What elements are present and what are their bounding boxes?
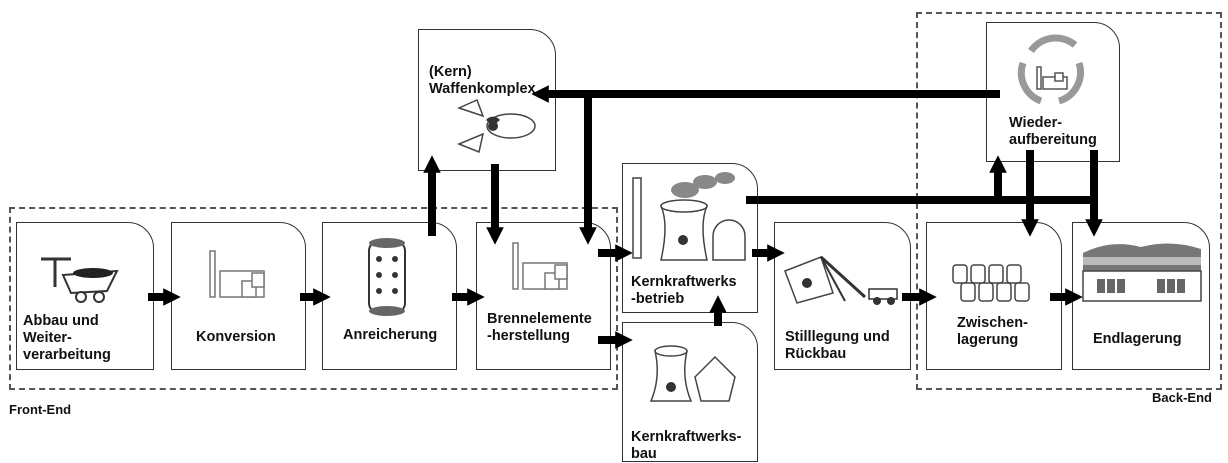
mining-cart-icon <box>41 257 119 303</box>
stilllegung-box[interactable]: Stilllegung und Rückbau <box>774 222 911 370</box>
front-end-region <box>9 207 618 390</box>
abbau-label: Abbau und Weiter- verarbeitung <box>23 313 111 363</box>
centrifuge-icon <box>368 238 406 316</box>
kernkraftwerksbau-box[interactable]: Kernkraftwerks- bau <box>622 322 758 462</box>
repository-icon <box>1082 243 1202 302</box>
factory-icon <box>512 242 568 290</box>
waffenkomplex-label: (Kern) Waffenkomplex <box>429 64 536 97</box>
power-plant-construction-icon <box>649 345 736 402</box>
konversion-box[interactable]: Konversion <box>171 222 306 370</box>
zwischenlagerung-label: Zwischen- lagerung <box>957 315 1028 348</box>
brennelemente-box[interactable]: Brennelemente -herstellung <box>476 222 611 370</box>
radiation-icon <box>456 98 536 154</box>
recycling-icon <box>1017 34 1084 105</box>
demolition-icon <box>784 255 898 305</box>
endlagerung-label: Endlagerung <box>1093 331 1182 347</box>
storage-casks-icon <box>952 264 1030 302</box>
kernkraftwerksbau-label: Kernkraftwerks- bau <box>631 429 742 462</box>
zwischenlagerung-box[interactable]: Zwischen- lagerung <box>926 222 1062 370</box>
konversion-label: Konversion <box>196 329 276 345</box>
front-end-label: Front-End <box>9 402 72 417</box>
factory-icon <box>209 250 265 298</box>
anreicherung-box[interactable]: Anreicherung <box>322 222 457 370</box>
endlagerung-box[interactable]: Endlagerung <box>1072 222 1210 370</box>
stilllegung-label: Stilllegung und Rückbau <box>785 329 890 362</box>
wiederaufbereitung-label: Wieder- aufbereitung <box>1009 115 1097 148</box>
back-end-label: Back-End <box>1152 390 1212 405</box>
kernkraftwerksbetrieb-label: Kernkraftwerks -betrieb <box>631 274 737 307</box>
anreicherung-label: Anreicherung <box>343 327 438 343</box>
abbau-box[interactable]: Abbau und Weiter- verarbeitung <box>16 222 154 370</box>
kernkraftwerksbetrieb-box[interactable]: Kernkraftwerks -betrieb <box>622 163 758 313</box>
power-plant-icon <box>632 172 746 261</box>
brennelemente-label: Brennelemente -herstellung <box>487 311 592 344</box>
wiederaufbereitung-box[interactable]: Wieder- aufbereitung <box>986 22 1120 162</box>
